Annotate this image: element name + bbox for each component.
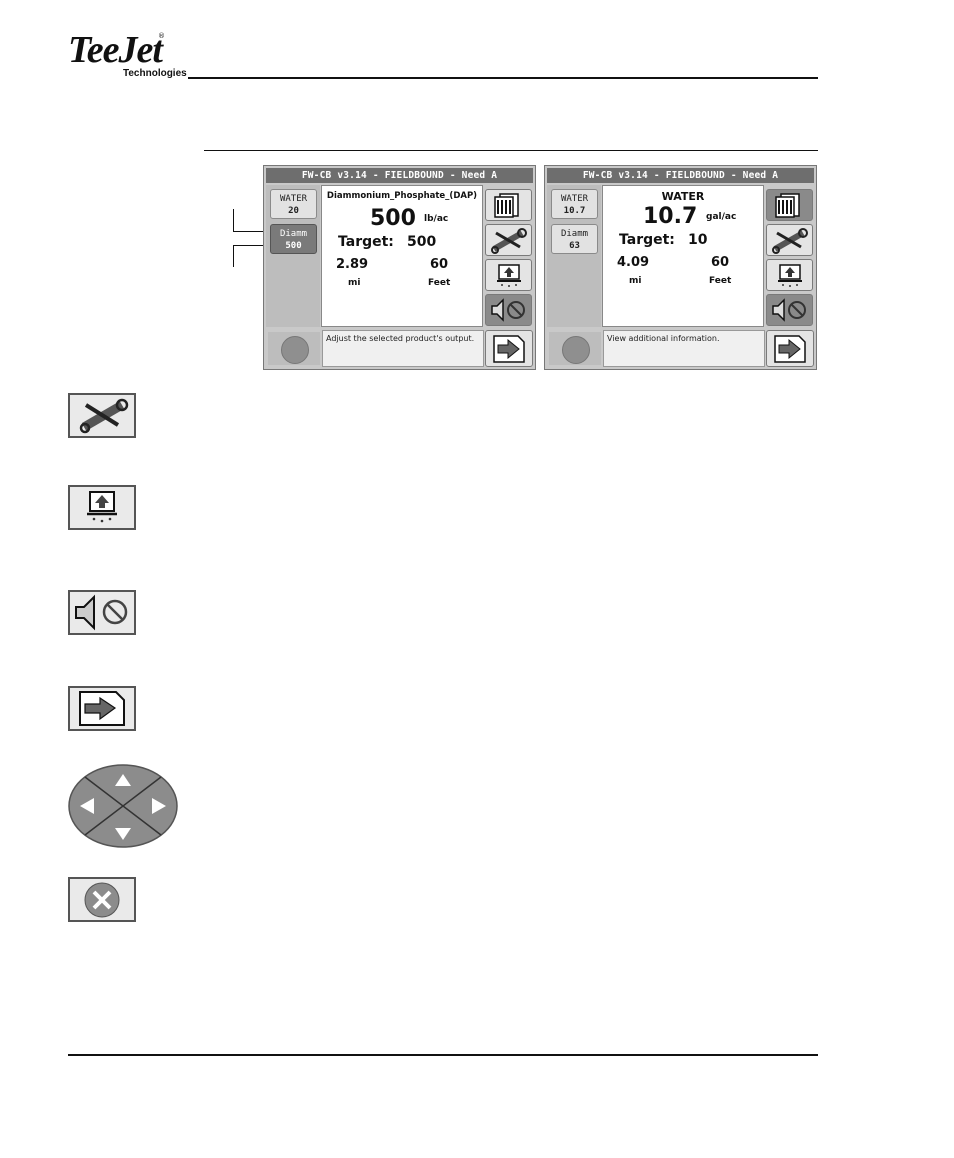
pages-icon bbox=[775, 193, 800, 218]
distance-value: 4.09 bbox=[617, 255, 650, 270]
legend-mute bbox=[68, 590, 136, 635]
status-dot bbox=[281, 336, 309, 364]
screen-title: FW-CB v3.14 - FIELDBOUND - Need A bbox=[547, 168, 814, 183]
next-page-icon bbox=[493, 335, 525, 363]
next-page-icon bbox=[79, 691, 125, 726]
product-button-diamm[interactable]: Diamm 63 bbox=[551, 224, 598, 254]
header-rule bbox=[188, 77, 818, 79]
target-value: 10 bbox=[688, 232, 708, 248]
next-button[interactable] bbox=[766, 330, 814, 367]
tools-icon bbox=[491, 228, 527, 254]
screen-title: FW-CB v3.14 - FIELDBOUND - Need A bbox=[266, 168, 533, 183]
logo-registered-mark: ® bbox=[158, 32, 165, 40]
logo-subtitle: Technologies bbox=[123, 68, 187, 79]
footer-rule bbox=[68, 1054, 818, 1056]
section-rule bbox=[204, 150, 818, 151]
arrow-pad-icon bbox=[68, 764, 178, 848]
product-button-diamm[interactable]: Diamm 500 bbox=[270, 224, 317, 254]
mute-alarm-icon bbox=[491, 298, 525, 322]
next-button[interactable] bbox=[485, 330, 533, 367]
mute-button[interactable] bbox=[485, 294, 532, 326]
width-unit: Feet bbox=[428, 278, 451, 288]
product-full-name: WATER bbox=[661, 190, 705, 203]
function-column bbox=[765, 185, 815, 327]
callout-line bbox=[233, 231, 269, 232]
mute-alarm-icon bbox=[772, 298, 806, 322]
boom-raise-icon bbox=[778, 264, 802, 287]
console-screen-1: FW-CB v3.14 - FIELDBOUND - Need A WATER … bbox=[263, 165, 536, 370]
tools-icon bbox=[772, 228, 808, 254]
pages-button[interactable] bbox=[766, 189, 813, 221]
console-screen-2: FW-CB v3.14 - FIELDBOUND - Need A WATER … bbox=[544, 165, 817, 370]
product-column: WATER 10.7 Diamm 63 bbox=[547, 185, 601, 327]
target-label: Target: bbox=[619, 232, 675, 248]
callout-line bbox=[233, 245, 234, 267]
product-column: WATER 20 Diamm 500 bbox=[266, 185, 320, 327]
width-value: 60 bbox=[430, 257, 449, 272]
mute-alarm-icon bbox=[75, 594, 128, 631]
status-indicator bbox=[549, 332, 601, 365]
callout-line bbox=[233, 245, 269, 246]
help-message: Adjust the selected product's output. bbox=[322, 330, 484, 367]
boom-raise-icon bbox=[497, 264, 521, 287]
logo-wordmark: TeeJet bbox=[68, 29, 163, 71]
legend-tools bbox=[68, 393, 136, 438]
product-value: 63 bbox=[569, 241, 580, 251]
product-name: WATER bbox=[560, 194, 589, 204]
rate-panel: Diammonium_Phosphate_(DAP) 500 lb/ac Tar… bbox=[321, 185, 483, 327]
function-column bbox=[484, 185, 534, 327]
product-value: 20 bbox=[288, 206, 299, 216]
tools-icon bbox=[79, 398, 129, 434]
status-bar: View additional information. bbox=[547, 330, 814, 367]
product-button-water[interactable]: WATER 10.7 bbox=[551, 189, 598, 219]
callout-line bbox=[233, 209, 234, 232]
rate-unit: lb/ac bbox=[424, 214, 449, 224]
boom-raise-icon bbox=[87, 491, 117, 523]
pages-icon bbox=[494, 193, 519, 218]
legend-boom bbox=[68, 485, 136, 530]
help-message: View additional information. bbox=[603, 330, 765, 367]
tools-button[interactable] bbox=[485, 224, 532, 256]
distance-unit: mi bbox=[348, 278, 361, 288]
rate-unit: gal/ac bbox=[706, 212, 737, 222]
status-indicator bbox=[268, 332, 320, 365]
product-button-water[interactable]: WATER 20 bbox=[270, 189, 317, 219]
tools-button[interactable] bbox=[766, 224, 813, 256]
distance-value: 2.89 bbox=[336, 257, 369, 272]
width-value: 60 bbox=[711, 255, 730, 270]
status-dot bbox=[562, 336, 590, 364]
target-value: 500 bbox=[407, 234, 437, 250]
status-bar: Adjust the selected product's output. bbox=[266, 330, 533, 367]
cancel-icon bbox=[84, 882, 120, 918]
applied-rate: 500 bbox=[370, 206, 416, 231]
product-name: WATER bbox=[279, 194, 308, 204]
product-name: Diamm bbox=[279, 229, 308, 239]
mute-button[interactable] bbox=[766, 294, 813, 326]
legend-next bbox=[68, 686, 136, 731]
target-label: Target: bbox=[338, 234, 394, 250]
teejet-logo: TeeJet ® Technologies bbox=[68, 30, 188, 80]
boom-button[interactable] bbox=[766, 259, 813, 291]
width-unit: Feet bbox=[709, 276, 732, 286]
product-name: Diamm bbox=[560, 229, 589, 239]
rate-panel: WATER 10.7 gal/ac Target: 10 4.09 60 mi … bbox=[602, 185, 764, 327]
applied-rate: 10.7 bbox=[643, 204, 698, 229]
product-value: 500 bbox=[285, 241, 302, 251]
boom-button[interactable] bbox=[485, 259, 532, 291]
product-full-name: Diammonium_Phosphate_(DAP) bbox=[326, 191, 478, 201]
next-page-icon bbox=[774, 335, 806, 363]
product-value: 10.7 bbox=[563, 206, 586, 216]
pages-button[interactable] bbox=[485, 189, 532, 221]
distance-unit: mi bbox=[629, 276, 642, 286]
legend-cancel bbox=[68, 877, 136, 922]
